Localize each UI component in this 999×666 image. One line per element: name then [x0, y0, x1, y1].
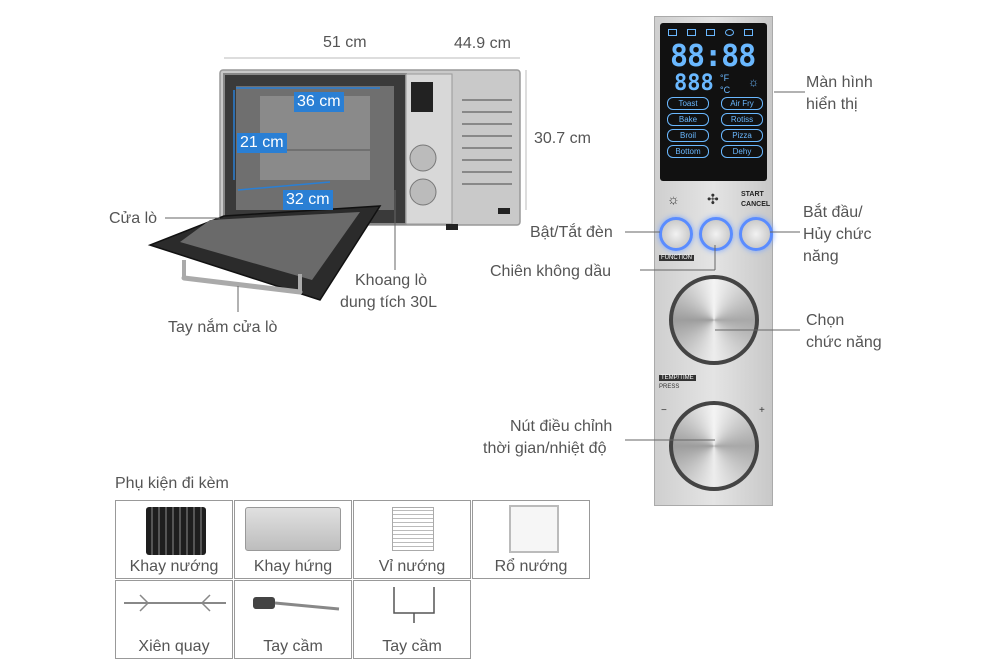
accessory-tray-handle: Tay cầm	[234, 580, 352, 659]
callout-display-2: hiển thị	[806, 96, 858, 113]
display-time-digits: 88:88	[670, 39, 756, 74]
mode-pizza: Pizza	[721, 129, 763, 142]
callout-cavity-1: Khoang lò	[355, 272, 428, 289]
plus-label: +	[759, 405, 765, 416]
airfry-button[interactable]	[699, 217, 733, 251]
function-knob[interactable]	[669, 275, 759, 365]
display-unit-c: °C	[720, 85, 731, 95]
function-label: FUNCTION	[659, 255, 694, 261]
dimension-width: 51 cm	[323, 34, 367, 51]
light-bulb-display-icon: ☼	[748, 75, 759, 89]
dimension-depth: 44.9 cm	[454, 35, 511, 52]
accessory-rotisserie-handle: Tay cầm	[353, 580, 471, 659]
mode-broil: Broil	[667, 129, 709, 142]
accessory-drip-tray: Khay hứng	[234, 500, 352, 579]
rotisserie-handle-image	[393, 587, 435, 623]
accessory-name: Tay cầm	[263, 638, 323, 655]
start-label: START	[741, 191, 764, 198]
dimension-inner-depth: 32 cm	[283, 190, 333, 210]
fan-icon: ✣	[707, 191, 719, 207]
accessory-name: Khay nướng	[129, 558, 219, 575]
callout-knob-1: Nút điều chỉnh	[510, 418, 613, 435]
mode-dehy: Dehy	[721, 145, 763, 158]
tray-handle-image	[253, 597, 340, 611]
light-icon: ☼	[667, 191, 680, 207]
fan-mode-icon	[725, 29, 734, 36]
accessory-name: Xiên quay	[138, 638, 210, 655]
control-panel: 88:88 888 °F °C ☼ Toast Air Fry Bake Rot…	[654, 16, 773, 506]
callout-display-1: Màn hình	[806, 74, 873, 91]
bake-mode-icon	[687, 29, 696, 36]
callout-handle: Tay nắm cửa lò	[168, 319, 278, 336]
toast-mode-icon	[668, 29, 677, 36]
baking-tray-image	[146, 507, 206, 555]
mode-bottom: Bottom	[667, 145, 709, 158]
start-cancel-button[interactable]	[739, 217, 773, 251]
display-screen: 88:88 888 °F °C ☼ Toast Air Fry Bake Rot…	[660, 23, 767, 181]
accessory-wire-rack: Vỉ nướng	[353, 500, 471, 579]
drip-tray-image	[245, 507, 341, 551]
callout-start-3: năng	[803, 248, 839, 265]
accessory-basket: Rổ nướng	[472, 500, 590, 579]
display-icons	[668, 29, 760, 37]
accessory-name: Rổ nướng	[494, 558, 568, 575]
oven-svg	[147, 57, 527, 312]
dimension-inner-width: 36 cm	[294, 92, 344, 112]
callout-function-1: Chọn	[806, 312, 845, 329]
display-temp-digits: 888	[674, 71, 714, 96]
rotisserie-spit-image	[124, 594, 226, 612]
callout-airfry: Chiên không dầu	[490, 263, 611, 280]
mode-bake: Bake	[667, 113, 709, 126]
dimension-height: 30.7 cm	[534, 130, 591, 147]
callout-light: Bật/Tắt đèn	[530, 224, 613, 241]
mode-list: Toast Air Fry Bake Rotiss Broil Pizza Bo…	[667, 97, 763, 158]
accessory-name: Khay hứng	[253, 558, 333, 575]
mode-rotiss: Rotiss	[721, 113, 763, 126]
accessory-baking-tray: Khay nướng	[115, 500, 233, 579]
accessories-title: Phụ kiện đi kèm	[115, 475, 229, 492]
callout-knob-2: thời gian/nhiệt độ	[483, 440, 607, 457]
accessory-name: Vỉ nướng	[378, 558, 446, 575]
display-unit-f: °F	[720, 73, 730, 83]
light-button[interactable]	[659, 217, 693, 251]
callout-function-2: chức năng	[806, 334, 882, 351]
panel-callout-lines	[625, 91, 805, 441]
callout-door: Cửa lò	[109, 210, 158, 227]
wire-rack-image	[392, 507, 434, 551]
accessories-grid: Khay nướng Khay hứng Vỉ nướng Rổ nướng X…	[115, 500, 592, 660]
cancel-label: CANCEL	[741, 201, 771, 208]
callout-cavity-2: dung tích 30L	[340, 294, 437, 311]
mode-airfry: Air Fry	[721, 97, 763, 110]
dimension-inner-height: 21 cm	[237, 133, 287, 153]
mode-toast: Toast	[667, 97, 709, 110]
basket-image	[509, 505, 559, 553]
accessory-rotisserie-spit: Xiên quay	[115, 580, 233, 659]
press-label: PRESS	[659, 384, 680, 390]
rotisserie-mode-icon	[744, 29, 753, 36]
callout-start-1: Bắt đầu/	[803, 204, 863, 221]
temp-time-knob[interactable]	[669, 401, 759, 491]
broil-mode-icon	[706, 29, 715, 36]
temp-time-label: TEMP/TIME	[659, 375, 696, 381]
accessory-name: Tay cầm	[382, 638, 442, 655]
oven-illustration	[140, 30, 540, 340]
callout-start-2: Hủy chức	[803, 226, 872, 243]
minus-label: −	[661, 405, 667, 416]
